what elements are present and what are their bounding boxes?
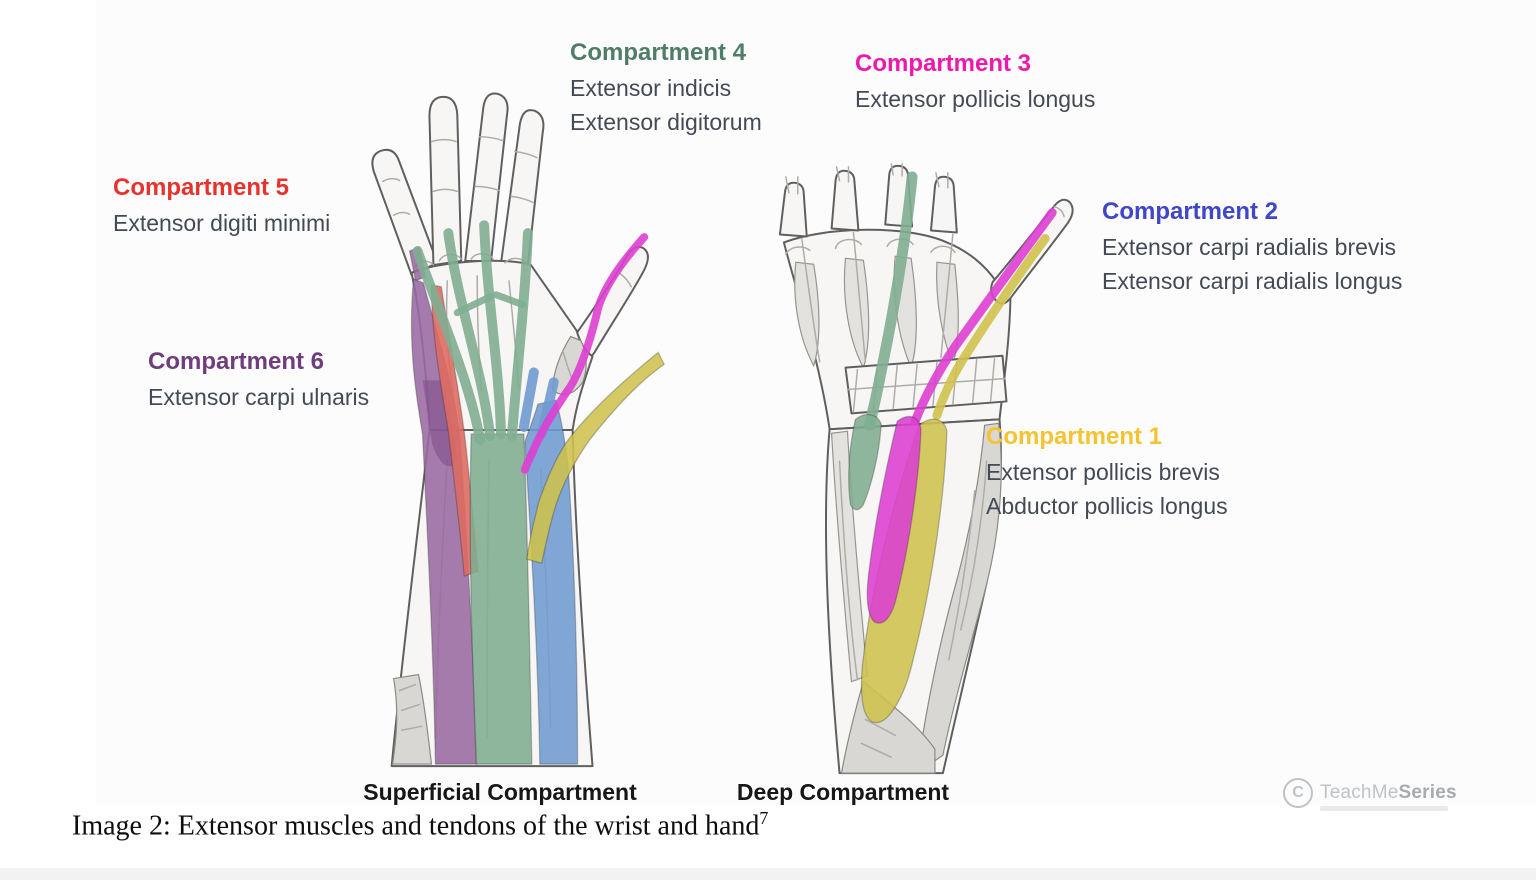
label-compartment-3: Compartment 3 Extensor pollicis longus [855, 49, 1095, 116]
compartment-3-title: Compartment 3 [855, 50, 1032, 77]
muscle-name: Extensor digiti minimi [113, 210, 331, 236]
watermark-tagline [1320, 806, 1448, 811]
superficial-compartment-caption: Superficial Compartment [363, 779, 637, 805]
watermark-brand-regular: TeachMe [1320, 782, 1399, 803]
figure-caption-prefix: Image 2: [72, 810, 178, 842]
label-compartment-1: Compartment 1 Extensor pollicis brevis A… [986, 422, 1228, 523]
extensor-carpi-radialis-overlay [518, 367, 579, 765]
bottom-edge-strip [0, 868, 1536, 880]
figure-caption-footnote: 7 [759, 808, 769, 828]
compartment-5-title: Compartment 5 [113, 174, 290, 201]
label-compartment-2: Compartment 2 Extensor carpi radialis br… [1102, 197, 1402, 298]
label-compartment-6: Compartment 6 Extensor carpi ulnaris [148, 347, 369, 414]
teachmeseries-watermark: C TeachMeSeries [1283, 778, 1457, 808]
deep-compartment-caption: Deep Compartment [736, 779, 950, 805]
watermark-brand: TeachMeSeries [1320, 782, 1457, 804]
compartment-2-title: Compartment 2 [1102, 198, 1279, 225]
muscle-name: Extensor carpi ulnaris [148, 384, 370, 410]
abductor-pollicis-longus-overlay [526, 351, 665, 565]
compartment-1-title: Compartment 1 [986, 423, 1163, 450]
extensor-pollicis-longus-deep-overlay [866, 208, 1057, 624]
compartment-4-title: Compartment 4 [570, 39, 747, 66]
figure-background [96, 0, 1536, 806]
superficial-compartment-illustration [371, 92, 665, 768]
muscle-name: Extensor pollicis brevis [986, 459, 1220, 485]
label-compartment-4: Compartment 4 Extensor indicis Extensor … [570, 38, 762, 139]
compartment-6-title: Compartment 6 [148, 348, 325, 375]
watermark-brand-bold: Series [1398, 782, 1457, 803]
extensor-indicis-overlay [848, 171, 918, 511]
copyright-icon: C [1283, 778, 1313, 808]
muscle-name: Extensor carpi radialis longus [1102, 268, 1403, 294]
figure-caption: Image 2: Extensor muscles and tendons of… [72, 808, 768, 842]
muscle-name: Extensor pollicis longus [855, 86, 1096, 112]
label-compartment-5: Compartment 5 Extensor digiti minimi [113, 173, 330, 240]
muscle-name: Extensor carpi radialis brevis [1102, 234, 1397, 260]
muscle-name: Abductor pollicis longus [986, 493, 1228, 519]
muscle-name: Extensor indicis [570, 75, 732, 101]
muscle-name: Extensor digitorum [570, 109, 762, 135]
figure-caption-text: Extensor muscles and tendons of the wris… [177, 810, 760, 842]
extensor-pollicis-longus-overlay [520, 233, 649, 474]
extensor-digitorum-overlay [412, 220, 533, 765]
deep-compartment-illustration [778, 163, 1074, 775]
